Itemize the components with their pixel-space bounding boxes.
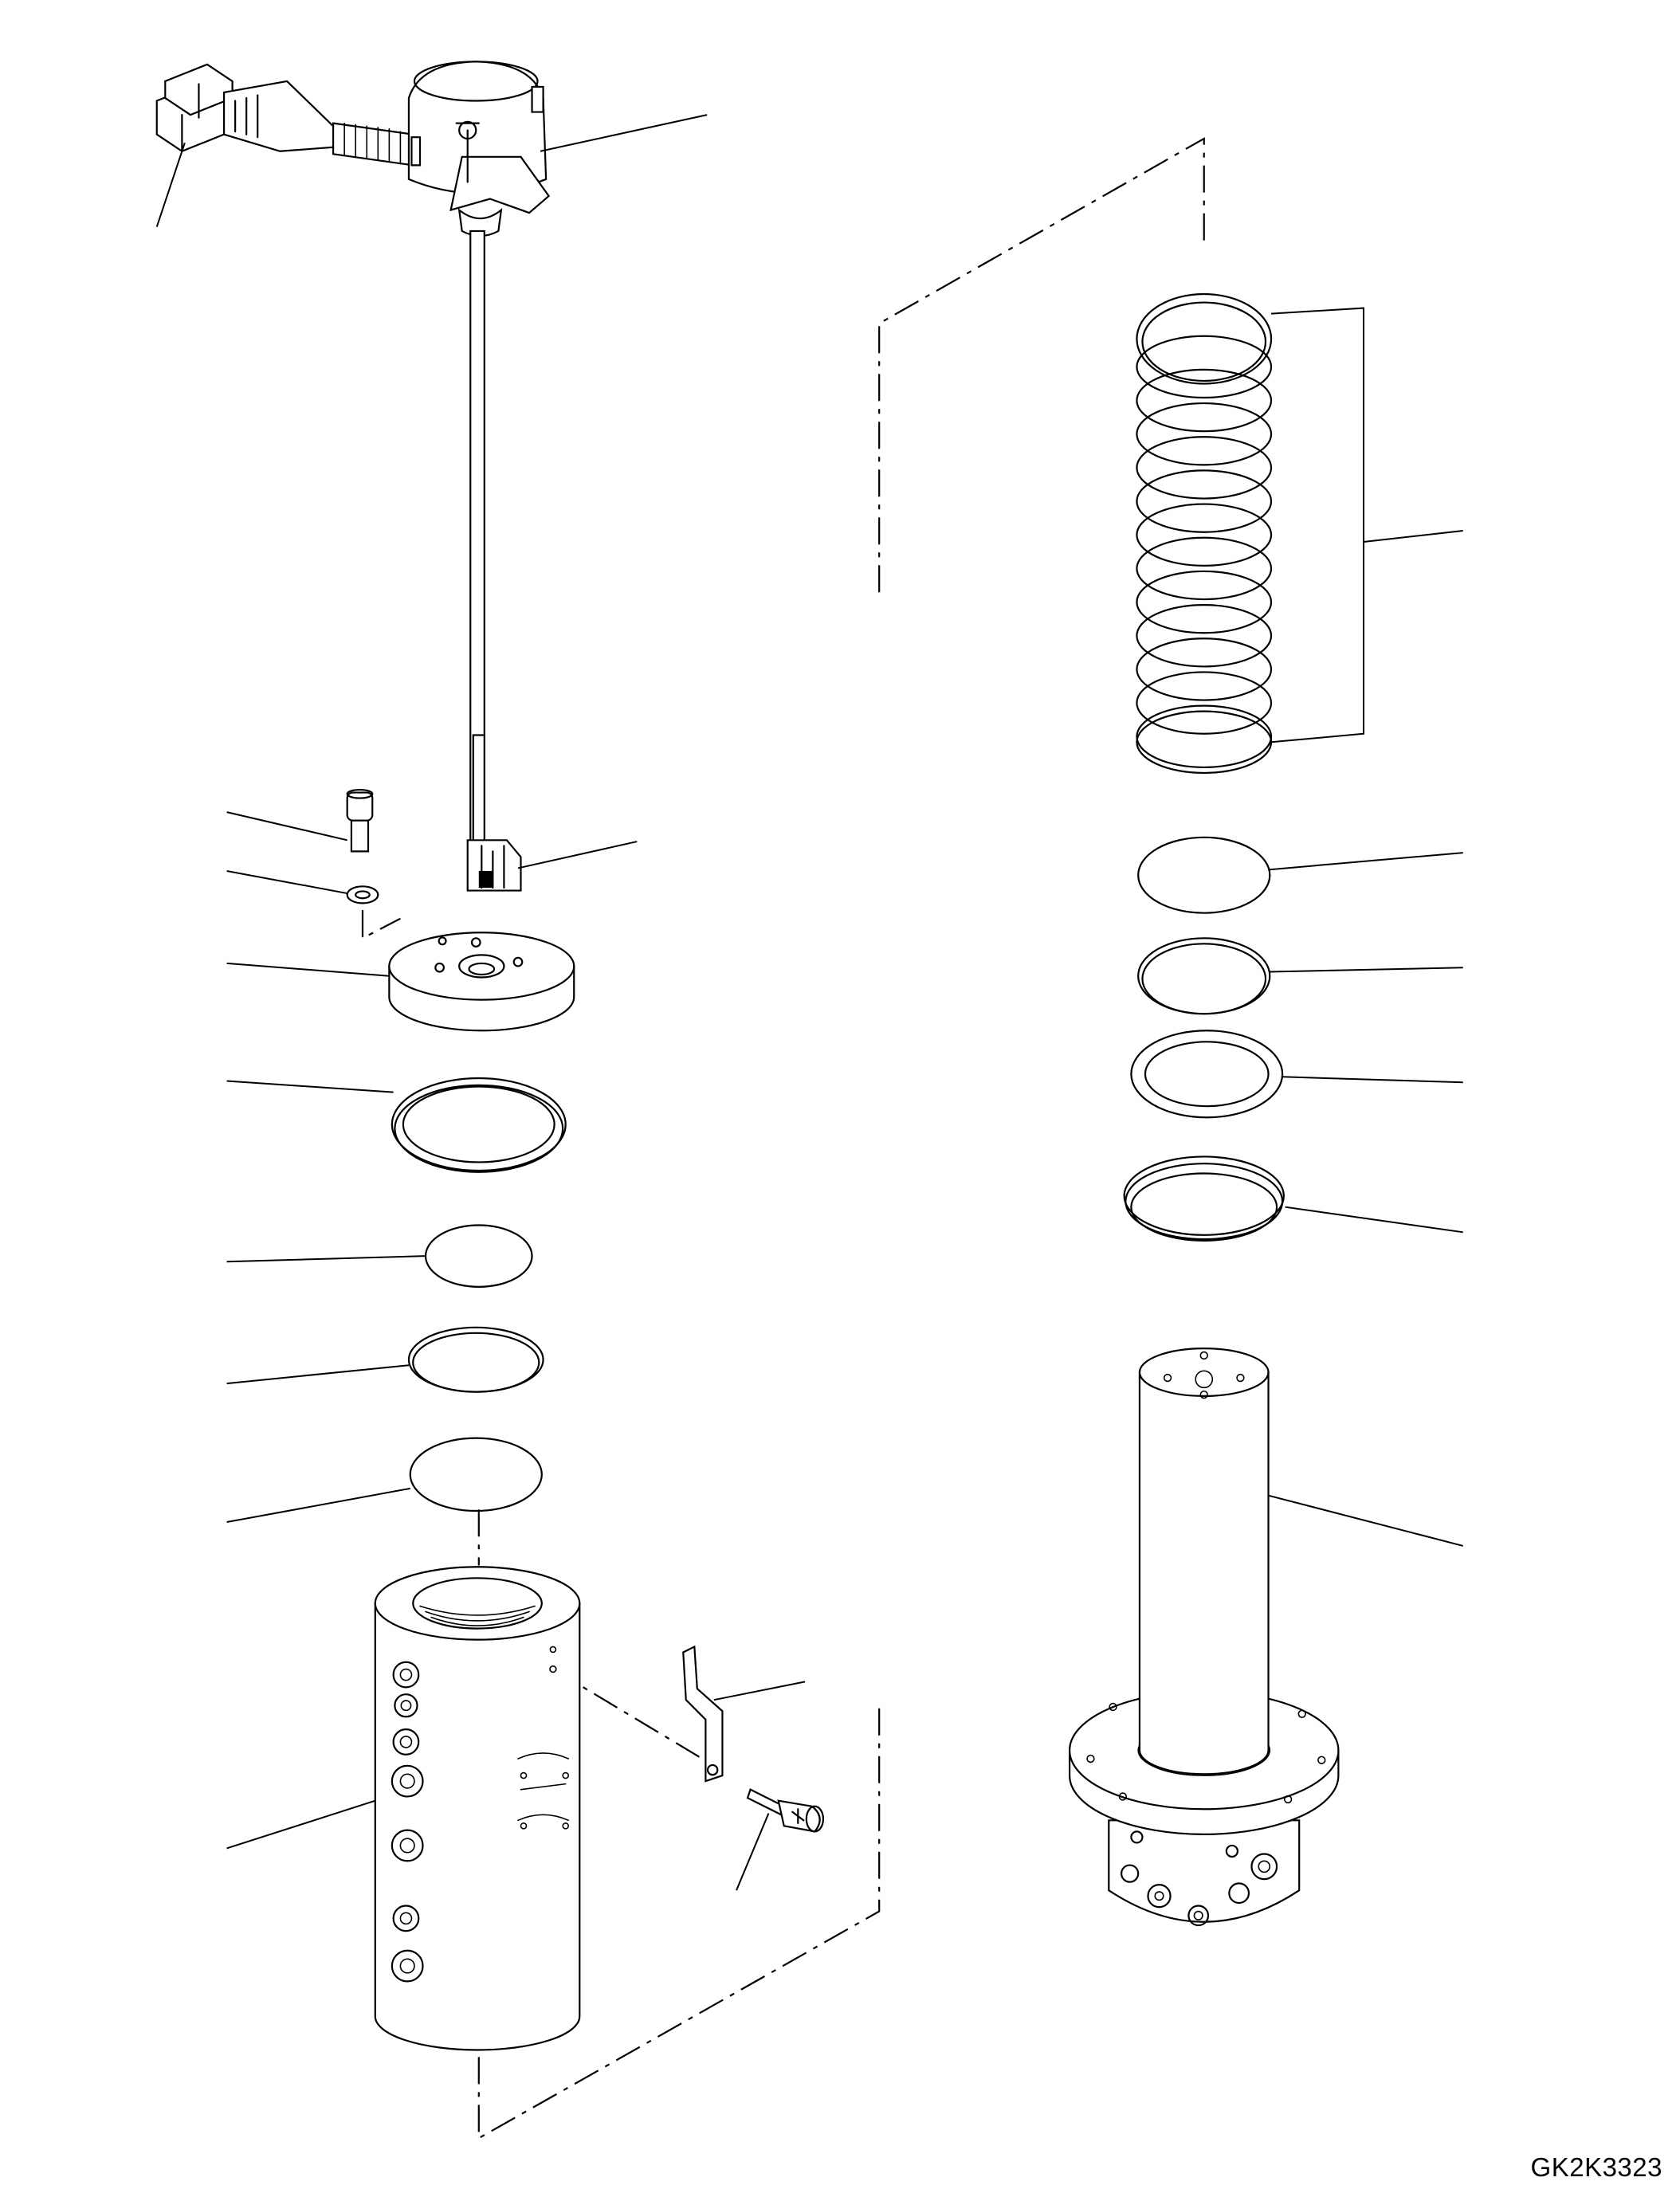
sensor-rod [470, 231, 485, 847]
o-ring-1 [426, 1226, 532, 1287]
swivel-rotor-housing [375, 1567, 579, 2050]
harness-connector [157, 65, 336, 151]
housing-ports [392, 1646, 568, 1981]
harness-tube [333, 124, 413, 166]
oil-seal-right [1125, 1156, 1284, 1240]
stopper-bracket [683, 1646, 722, 1781]
cover-plate [389, 932, 574, 1030]
assembly-dash-lines [363, 139, 1204, 2138]
shaft-ports [1121, 1831, 1277, 1925]
washer [347, 886, 379, 903]
o-ring-3 [410, 1438, 542, 1511]
drawing-code-label: GK2K3323 [1530, 2152, 1662, 2182]
thrust-ring [1131, 1030, 1282, 1117]
o-ring-right-2 [1138, 938, 1270, 1014]
seal-ring-stack [1136, 294, 1271, 773]
stopper-bolt [748, 1790, 823, 1832]
socket-head-bolt [347, 790, 373, 851]
rotary-sensor-assembly [157, 61, 549, 890]
sensor-housing [409, 61, 549, 236]
swivel-shaft [1070, 1348, 1338, 1925]
rod-end-connector [468, 840, 521, 890]
o-ring-2 [409, 1328, 544, 1392]
o-ring-right-1 [1138, 838, 1270, 913]
leader-lines [157, 115, 1463, 1890]
oil-seal-large [392, 1078, 566, 1172]
